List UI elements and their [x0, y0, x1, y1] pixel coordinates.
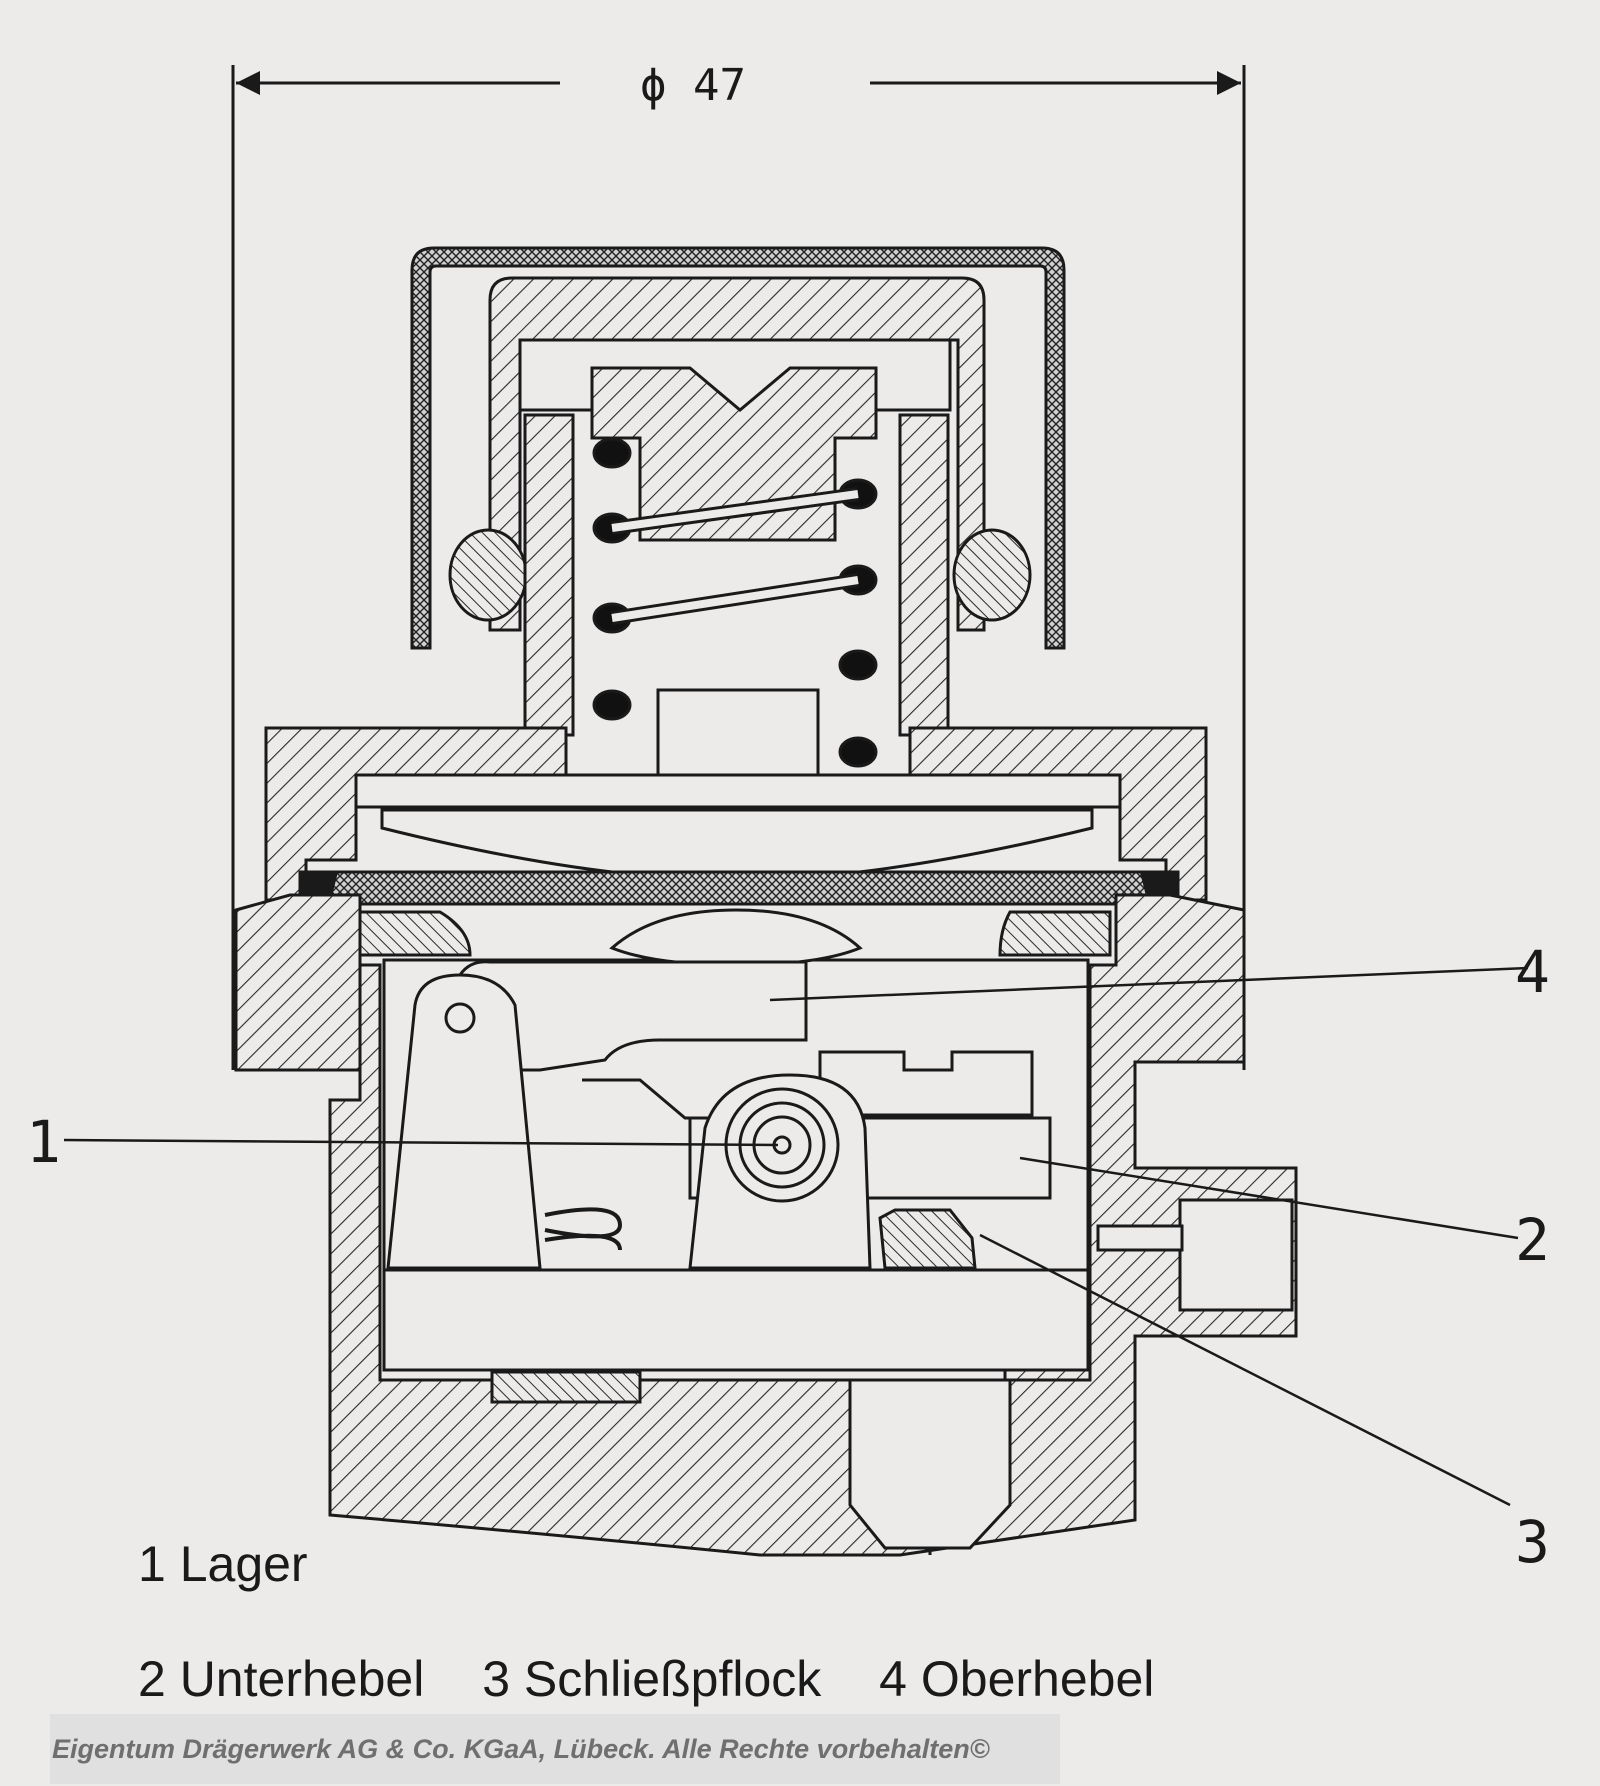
diaphragm	[298, 870, 1180, 906]
valve-disc	[609, 908, 863, 967]
legend-item-1: 1 Lager	[138, 1536, 308, 1592]
legend-item-4: 4 Oberhebel	[879, 1651, 1155, 1707]
cap-knob-left	[448, 528, 528, 622]
upper-housing	[264, 726, 1208, 902]
upper-lever	[458, 960, 808, 1072]
dimension-label: ϕ 47	[640, 60, 746, 111]
copyright-notice: Eigentum Drägerwerk AG & Co. KGaA, Lübec…	[50, 1714, 1060, 1784]
pivot-hole	[444, 1002, 476, 1034]
leader-lines	[63, 966, 1529, 1507]
closing-plug	[878, 1208, 977, 1270]
cap-knob-right	[952, 528, 1032, 622]
callout-3: 3	[1515, 1508, 1550, 1576]
callout-4: 4	[1515, 938, 1550, 1006]
top-cap	[410, 246, 1066, 737]
seat-right	[998, 910, 1112, 957]
legend-row-2: 2 Unterhebel 3 Schließpflock 4 Oberhebel	[138, 1650, 1198, 1708]
seat-left	[358, 910, 472, 957]
legend-item-2: 2 Unterhebel	[138, 1651, 425, 1707]
legend-item-3: 3 Schließpflock	[482, 1651, 822, 1707]
dimension-diameter	[231, 65, 1246, 1070]
pivot-arm	[386, 973, 542, 1270]
callout-2: 2	[1515, 1206, 1550, 1274]
callout-1: 1	[26, 1108, 61, 1176]
legend-row-1: 1 Lager	[138, 1535, 308, 1593]
